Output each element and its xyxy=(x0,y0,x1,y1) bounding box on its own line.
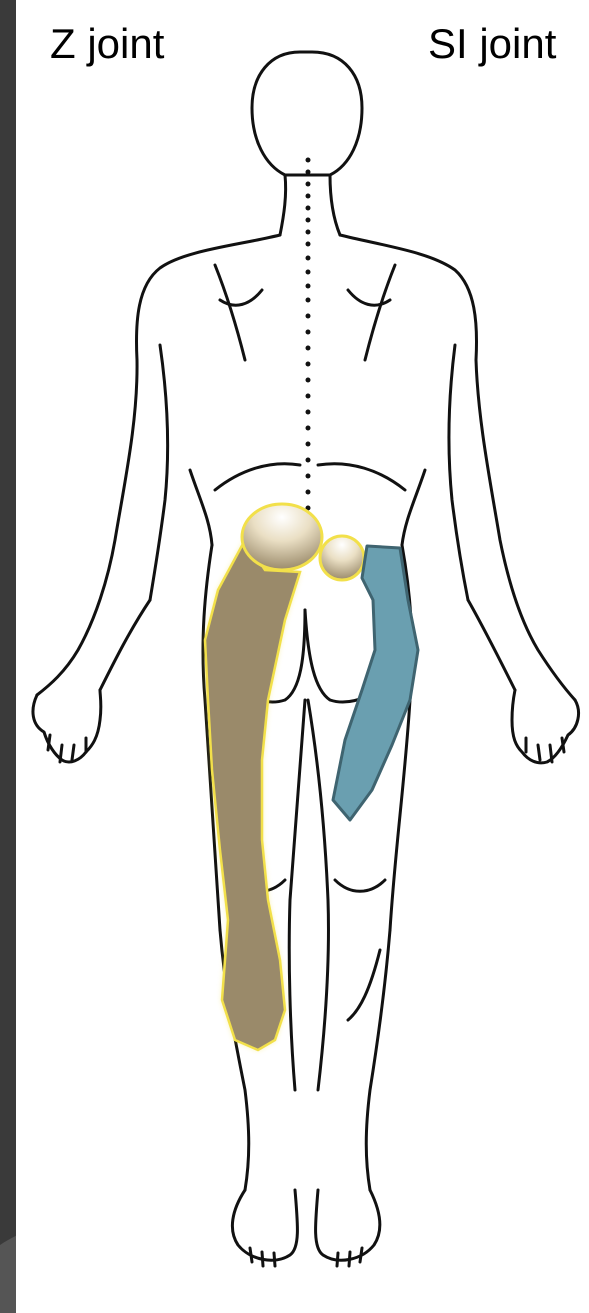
body-outline xyxy=(33,52,579,1266)
z-joint-marker-large xyxy=(242,504,322,570)
spine-dots xyxy=(306,158,311,511)
si-joint-pain-region xyxy=(333,546,418,820)
z-joint-marker-small xyxy=(320,536,364,580)
